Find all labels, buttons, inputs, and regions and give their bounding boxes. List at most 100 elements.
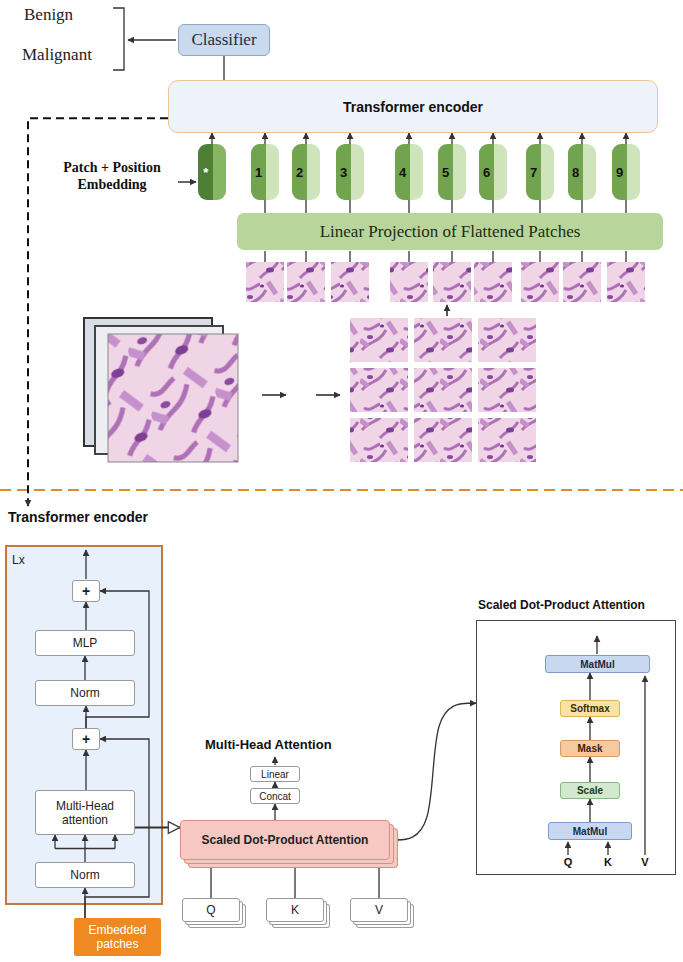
scale-box: Scale <box>560 782 620 799</box>
embedding-token: 5 <box>438 144 466 200</box>
transformer-encoder-block: Transformer encoder <box>168 80 658 133</box>
connector <box>492 200 493 213</box>
box-text: 9 <box>612 165 627 180</box>
box-text: 7 <box>526 165 541 180</box>
embedded-patches-box: Embedded patches <box>74 918 161 956</box>
box-text: V <box>375 903 383 917</box>
connector <box>492 133 493 144</box>
box-text: Scaled Dot-Product Attention <box>202 833 369 847</box>
repeat-count: Lx <box>12 553 170 567</box>
connector <box>211 133 212 144</box>
input-label: K <box>598 856 618 868</box>
connector <box>85 602 86 630</box>
flow-arrow <box>446 305 448 316</box>
box-text: Linear Projection of Flattened Patches <box>320 222 581 242</box>
embedding-token: 9 <box>612 144 640 200</box>
box-text: 3 <box>336 165 351 180</box>
section-divider <box>0 489 683 491</box>
connector <box>305 200 306 213</box>
box-text: MLP <box>73 636 98 650</box>
connector <box>349 200 350 213</box>
box-text: Linear <box>261 769 289 780</box>
connector <box>625 133 626 144</box>
box-text: Softmax <box>570 703 609 714</box>
softmax-box: Softmax <box>560 700 620 717</box>
box-text: Concat <box>259 791 291 802</box>
input-label: Q <box>558 856 578 868</box>
concat-box: Concat <box>250 788 300 804</box>
box-text: Multi-Head attention <box>40 799 130 827</box>
residual-add: + <box>72 580 100 602</box>
key-box: K <box>266 898 324 922</box>
input-arrow <box>567 842 568 855</box>
connector <box>581 133 582 144</box>
mask-box: Mask <box>560 740 620 757</box>
connector <box>294 860 295 898</box>
class-label: Benign <box>24 5 73 25</box>
class-bracket <box>113 8 124 70</box>
flow-arrow <box>262 394 286 396</box>
box-text: 2 <box>292 165 307 180</box>
box-text: Norm <box>70 868 99 882</box>
embedding-token: 7 <box>526 144 554 200</box>
matmul-box: MatMul <box>548 822 632 840</box>
branch-arrow <box>114 835 115 849</box>
connector <box>408 133 409 144</box>
box-text: K <box>291 903 299 917</box>
dashed-connector <box>28 118 168 506</box>
box-text: Embedded patches <box>78 923 157 951</box>
embedding-token: 6 <box>479 144 507 200</box>
connector <box>589 799 590 822</box>
section-heading: Scaled Dot-Product Attention <box>476 598 676 612</box>
embedding-token: 4 <box>395 144 423 200</box>
query-box: Q <box>182 898 240 922</box>
section-heading: Multi-Head Attention <box>205 737 332 752</box>
connector <box>539 200 540 213</box>
connector <box>264 133 265 144</box>
box-text: MatMul <box>573 826 607 837</box>
connector <box>390 703 476 840</box>
connector <box>305 133 306 144</box>
connector <box>210 860 211 898</box>
box-text: * <box>198 165 213 180</box>
connector <box>264 200 265 213</box>
leader-arrow <box>178 181 196 183</box>
connector <box>589 757 590 782</box>
connector <box>451 200 452 213</box>
mlp-box: MLP <box>35 630 135 656</box>
patch-ticks <box>265 251 626 262</box>
residual-add: + <box>72 728 100 750</box>
connector <box>85 750 86 790</box>
connector <box>581 200 582 213</box>
connector <box>589 717 590 740</box>
embedding-token: 3 <box>336 144 364 200</box>
input-arrow <box>607 842 608 855</box>
section-heading: Transformer encoder <box>5 509 163 525</box>
matmul-box: MatMul <box>545 655 650 673</box>
branch-arrow <box>54 835 55 849</box>
box-text: 8 <box>568 165 583 180</box>
embedding-token: 2 <box>292 144 320 200</box>
box-text: Mask <box>577 743 602 754</box>
box-text: 5 <box>438 165 453 180</box>
linear-projection-band: Linear Projection of Flattened Patches <box>237 213 663 250</box>
connector <box>349 133 350 144</box>
attention-head-stack: Scaled Dot-Product Attention <box>180 820 390 860</box>
connector <box>625 200 626 213</box>
output-arrow <box>85 550 86 579</box>
branch-arrow <box>55 848 115 849</box>
box-text: MatMul <box>580 659 614 670</box>
connector <box>408 200 409 213</box>
histology-image-stack <box>84 318 238 462</box>
attention-box: Multi-Head attention <box>35 790 135 835</box>
attention-detail-panel: Scaled Dot-Product AttentionMatMulSoftma… <box>476 598 676 875</box>
embedding-token: * <box>198 144 226 200</box>
connector <box>274 804 275 820</box>
connector <box>84 656 85 680</box>
box-text: Norm <box>70 686 99 700</box>
flow-arrow <box>316 394 340 396</box>
class-label: Malignant <box>22 45 92 65</box>
input-arrow <box>644 676 645 855</box>
box-text: 4 <box>395 165 410 180</box>
